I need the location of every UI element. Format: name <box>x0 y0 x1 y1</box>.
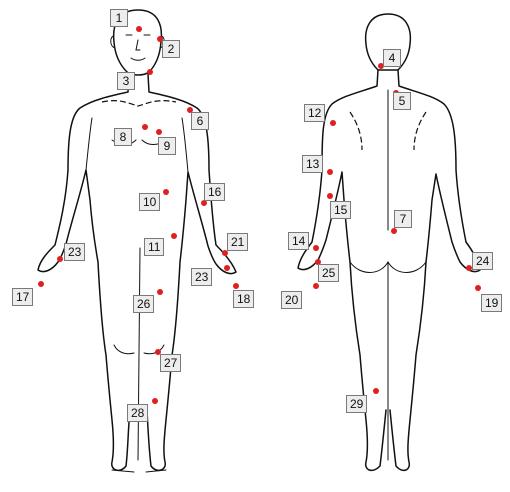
marker-dot-28 <box>152 398 158 404</box>
marker-dot-7 <box>391 228 397 234</box>
front-inner-leg <box>138 248 140 460</box>
marker-label-26: 26 <box>133 295 154 313</box>
marker-dot-12 <box>330 120 336 126</box>
marker-label-7: 7 <box>394 210 412 228</box>
marker-dot-14 <box>313 245 319 251</box>
marker-label-23: 23 <box>64 243 85 261</box>
back-scapula-left <box>350 112 362 150</box>
marker-dot-10 <box>163 189 169 195</box>
marker-label-10: 10 <box>139 193 160 211</box>
front-arm-inner-left <box>86 118 92 170</box>
marker-dot-19 <box>475 285 481 291</box>
marker-label-24: 24 <box>472 252 493 270</box>
marker-label-13: 13 <box>302 155 323 173</box>
marker-label-19: 19 <box>481 294 502 312</box>
marker-label-9: 9 <box>158 137 176 155</box>
back-scapula-right <box>414 112 426 150</box>
marker-label-1: 1 <box>110 9 128 27</box>
front-face-mouth <box>131 58 145 60</box>
marker-label-3: 3 <box>117 72 135 90</box>
marker-label-27: 27 <box>160 354 181 372</box>
marker-label-16: 16 <box>204 183 225 201</box>
marker-label-6: 6 <box>191 112 209 130</box>
marker-label-18: 18 <box>233 290 254 308</box>
back-body-right <box>390 70 480 470</box>
marker-label-12: 12 <box>304 104 325 122</box>
marker-label-5: 5 <box>393 92 411 110</box>
marker-dot-13 <box>327 169 333 175</box>
marker-dot-26 <box>157 289 163 295</box>
marker-dot-11 <box>171 233 177 239</box>
marker-label-28: 28 <box>127 404 148 422</box>
marker-label-25: 25 <box>318 264 339 282</box>
marker-dot-23 <box>57 256 63 262</box>
marker-dot-15 <box>327 193 333 199</box>
marker-dot-3 <box>147 69 153 75</box>
front-arm-inner-right <box>182 118 188 172</box>
marker-label-2: 2 <box>162 40 180 58</box>
marker-label-4: 4 <box>383 49 401 67</box>
marker-label-21: 21 <box>227 233 248 251</box>
marker-dot-18 <box>233 283 239 289</box>
front-knee-right <box>144 345 164 354</box>
marker-label-17: 17 <box>12 288 33 306</box>
marker-label-20: 20 <box>281 291 302 309</box>
front-figure <box>38 10 236 472</box>
front-knee-left <box>114 345 134 354</box>
marker-label-15: 15 <box>330 201 351 219</box>
marker-label-8: 8 <box>114 128 132 146</box>
marker-dot-17 <box>38 281 44 287</box>
marker-dot-23 <box>224 265 230 271</box>
marker-label-11: 11 <box>144 238 164 256</box>
marker-label-29: 29 <box>346 395 367 413</box>
back-figure <box>298 14 480 470</box>
marker-dot-20 <box>313 283 319 289</box>
marker-dot-29 <box>373 388 379 394</box>
front-face-nose <box>136 40 140 50</box>
back-body-left <box>298 70 386 470</box>
marker-dot-8 <box>142 124 148 130</box>
marker-label-23: 23 <box>191 268 212 286</box>
marker-dot-9 <box>156 129 162 135</box>
front-clavicle <box>102 101 176 106</box>
marker-dot-1 <box>136 26 142 32</box>
marker-label-14: 14 <box>288 232 309 250</box>
